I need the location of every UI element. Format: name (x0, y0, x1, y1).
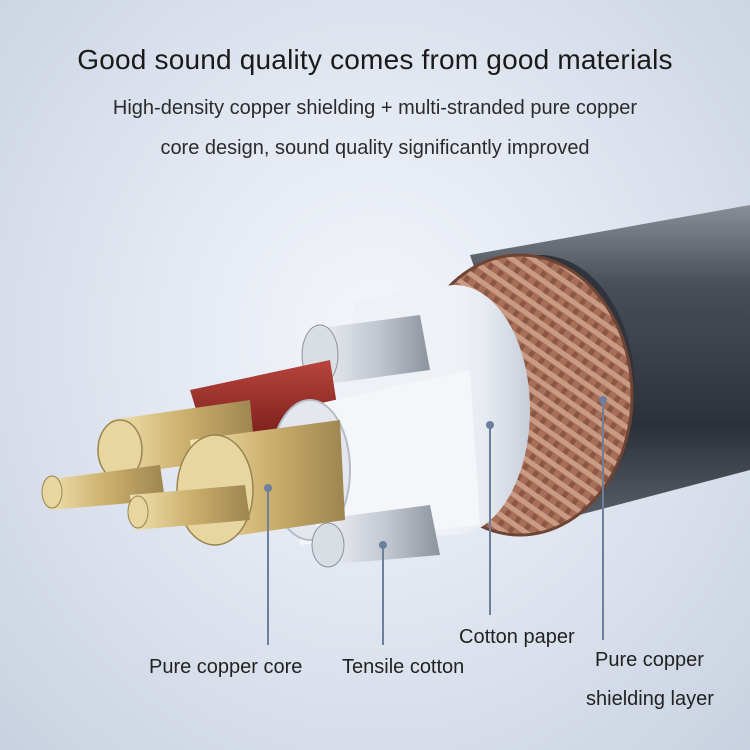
copper-core-strands (41, 400, 345, 546)
label-tensile-cotton: Tensile cotton (342, 656, 465, 678)
label-cotton-paper: Cotton paper (459, 626, 575, 648)
subtitle-line-2: core design, sound quality significantly… (160, 137, 590, 159)
label-shielding-line-1: Pure copper (595, 649, 704, 671)
label-shielding-line-2: shielding layer (586, 688, 714, 710)
tensile-cotton-strands-bottom (311, 505, 440, 568)
callout-leader-lines (267, 400, 604, 645)
label-pure-copper-core: Pure copper core (149, 656, 303, 678)
callout-dots (264, 396, 607, 549)
page-title: Good sound quality comes from good mater… (77, 44, 673, 75)
subtitle-line-1: High-density copper shielding + multi-st… (112, 97, 638, 119)
